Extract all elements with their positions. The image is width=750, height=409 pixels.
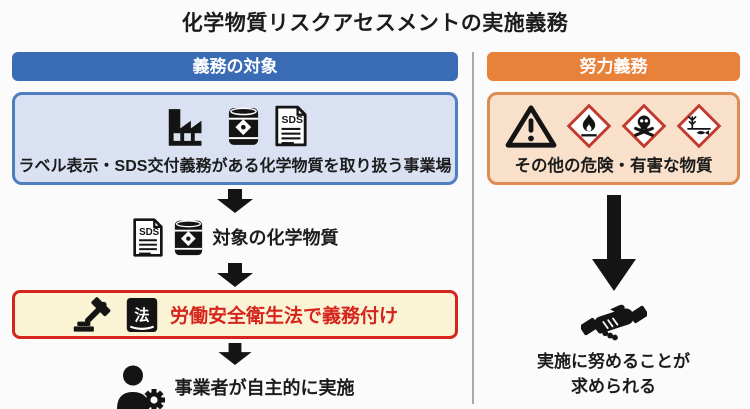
ghs-skull-icon bbox=[621, 103, 667, 149]
chemical-drum-icon bbox=[227, 104, 260, 147]
handshake-icon bbox=[580, 297, 647, 345]
effort-column: 努力義務 bbox=[487, 52, 740, 408]
effort-column-header: 努力義務 bbox=[487, 52, 740, 81]
effort-result-line2: 求められる bbox=[571, 376, 656, 396]
page-title: 化学物質リスクアセスメントの実施義務 bbox=[181, 12, 569, 35]
law-book-icon: 法 bbox=[125, 296, 159, 334]
sds-document-icon: SDS bbox=[274, 104, 308, 148]
sds-document-icon: SDS bbox=[132, 217, 164, 258]
law-mandate-box: 法 労働安全衛生法で義務付け bbox=[12, 290, 458, 339]
business-operator-icon bbox=[116, 364, 166, 409]
down-arrow-icon bbox=[217, 263, 253, 287]
svg-text:SDS: SDS bbox=[139, 226, 160, 237]
other-hazards-box: その他の危険・有害な物質 bbox=[487, 92, 740, 185]
operator-label: 事業者が自主的に実施 bbox=[174, 378, 355, 398]
target-chemicals-row: SDS bbox=[132, 215, 339, 259]
operator-row: 事業者が自主的に実施 bbox=[116, 364, 355, 409]
gavel-icon bbox=[72, 296, 114, 334]
long-down-arrow-icon bbox=[591, 195, 636, 291]
ghs-environment-icon bbox=[676, 103, 722, 149]
target-chemicals-label: 対象の化学物質 bbox=[212, 228, 339, 248]
covered-workplaces-label: ラベル表示・SDS交付義務がある化学物質を取り扱う事業場 bbox=[18, 158, 452, 175]
covered-workplaces-box: SDS ラベル表示・SDS交付義務がある化学物質を取り扱う事業場 bbox=[12, 92, 458, 185]
svg-text:法: 法 bbox=[134, 306, 149, 324]
hazard-icons-row bbox=[505, 95, 722, 152]
ghs-flame-icon bbox=[566, 103, 612, 149]
factory-icon bbox=[163, 103, 213, 148]
down-arrow-icon bbox=[218, 343, 252, 365]
effort-result-label: 実施に努めることが 求められる bbox=[537, 350, 690, 399]
down-arrow-icon bbox=[217, 189, 253, 213]
divider-spacer bbox=[458, 52, 487, 408]
chemical-drum-icon bbox=[173, 217, 204, 257]
obligation-column: 義務の対象 bbox=[12, 52, 458, 409]
other-hazards-label: その他の危険・有害な物質 bbox=[514, 157, 713, 175]
warning-triangle-icon bbox=[505, 103, 557, 149]
columns-wrap: 義務の対象 bbox=[0, 52, 750, 409]
effort-result-line1: 実施に努めることが bbox=[537, 352, 690, 371]
workplace-icons-row: SDS bbox=[163, 95, 308, 152]
svg-text:SDS: SDS bbox=[281, 115, 302, 126]
column-divider bbox=[471, 52, 474, 404]
law-mandate-label: 労働安全衛生法で義務付け bbox=[169, 306, 398, 327]
obligation-column-header: 義務の対象 bbox=[12, 52, 458, 81]
